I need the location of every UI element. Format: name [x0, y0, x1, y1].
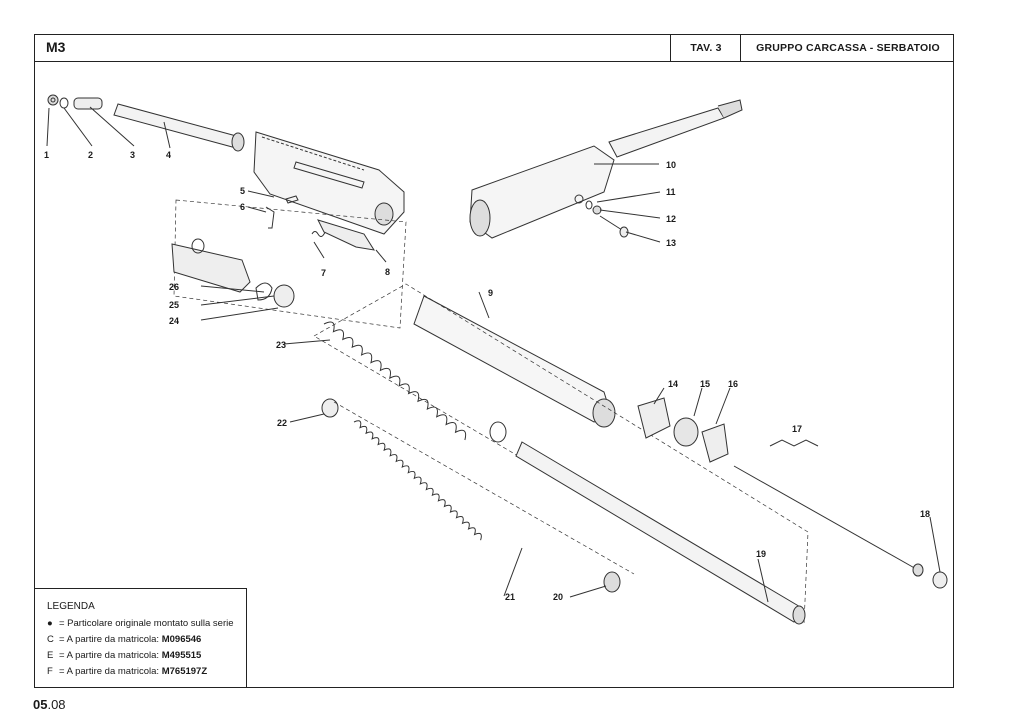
part-18-cap	[932, 571, 948, 589]
legend-text: = A partire da matricola:	[59, 634, 162, 645]
callout-13: 13	[666, 238, 676, 248]
part-callouts: 1 2 3 4 5 6 7 8 9 10 11 12 13 14 15 16 1…	[44, 150, 930, 602]
callout-6: 6	[240, 202, 245, 212]
callout-8: 8	[385, 267, 390, 277]
part-25-ring	[255, 282, 273, 301]
callout-3: 3	[130, 150, 135, 160]
callout-11: 11	[666, 187, 676, 197]
part-1-nut	[47, 94, 59, 106]
callout-17: 17	[792, 424, 802, 434]
callout-18: 18	[920, 509, 930, 519]
legend-row: F = A partire da matricola: M765197Z	[47, 666, 207, 677]
part-11-washer	[585, 200, 593, 210]
part-24-ring	[273, 284, 295, 308]
part-26-bolt-carrier	[171, 238, 251, 293]
part-8-latch	[317, 219, 376, 251]
legend-title: LEGENDA	[47, 601, 95, 612]
legend-code: M495515	[161, 650, 202, 661]
group-title: GRUPPO CARCASSA - SERBATOIO	[740, 34, 955, 61]
page-major: 05	[33, 697, 48, 712]
legend-row: ● = Particolare originale montato sulla s…	[47, 618, 234, 629]
legend-key: ●	[47, 618, 53, 629]
part-16-retainer	[701, 423, 729, 463]
callout-12: 12	[666, 214, 676, 224]
part-13-screw	[599, 215, 629, 238]
part-4-tube	[113, 103, 245, 152]
callout-5: 5	[240, 186, 245, 196]
part-15-nut	[673, 417, 699, 447]
legend-code: M765197Z	[161, 666, 208, 677]
part-3-bushing	[73, 97, 103, 110]
callout-7: 7	[321, 268, 326, 278]
legend-key: C	[47, 634, 54, 645]
legend-code: M096546	[161, 634, 202, 645]
receiver-body	[253, 131, 405, 235]
callout-24: 24	[169, 316, 179, 326]
callout-9: 9	[488, 288, 493, 298]
legend-row: E = A partire da matricola: M495515	[47, 650, 201, 661]
legend-key: E	[47, 650, 54, 661]
callout-19: 19	[756, 549, 766, 559]
forend-assembly	[469, 99, 743, 239]
header-bar: M3 TAV. 3 GRUPPO CARCASSA - SERBATOIO	[34, 34, 954, 62]
page-number: 05.08	[33, 697, 66, 712]
part-10-washer	[574, 194, 584, 204]
page-frame	[34, 34, 954, 688]
part-19-magazine-tube	[515, 441, 806, 625]
callout-20: 20	[553, 592, 563, 602]
legend-text: = Particolare originale montato sulla se…	[59, 618, 234, 629]
callout-22: 22	[277, 418, 287, 428]
plate-number: TAV. 3	[670, 34, 741, 61]
part-23-spring	[323, 321, 507, 443]
callout-21: 21	[505, 592, 515, 602]
callout-2: 2	[88, 150, 93, 160]
callout-1: 1	[44, 150, 49, 160]
callout-10: 10	[666, 160, 676, 170]
model-label: M3	[46, 39, 66, 55]
callout-23: 23	[276, 340, 286, 350]
callout-25: 25	[169, 300, 179, 310]
legend-key: F	[47, 666, 53, 677]
legend-text: = A partire da matricola:	[59, 666, 162, 677]
callout-15: 15	[700, 379, 710, 389]
callout-16: 16	[728, 379, 738, 389]
callout-26: 26	[169, 282, 179, 292]
legend-row: C = A partire da matricola: M096546	[47, 634, 201, 645]
callout-4: 4	[166, 150, 171, 160]
part-9-slide	[413, 295, 616, 428]
part-17-rod	[733, 465, 924, 577]
exploded-diagram: 1 2 3 4 5 6 7 8 9 10 11 12 13 14 15 16 1…	[44, 94, 948, 625]
part-12-nut	[592, 205, 602, 215]
part-21-spring	[321, 398, 621, 593]
callout-14: 14	[668, 379, 678, 389]
page-minor: .08	[47, 697, 66, 712]
part-5-pin	[285, 195, 299, 204]
part-6-clip	[265, 206, 275, 229]
legend-text: = A partire da matricola:	[59, 650, 162, 661]
part-2-washer	[59, 97, 69, 109]
legend-box: LEGENDA ● = Particolare originale montato…	[34, 588, 247, 688]
part-14-plate	[637, 397, 671, 439]
